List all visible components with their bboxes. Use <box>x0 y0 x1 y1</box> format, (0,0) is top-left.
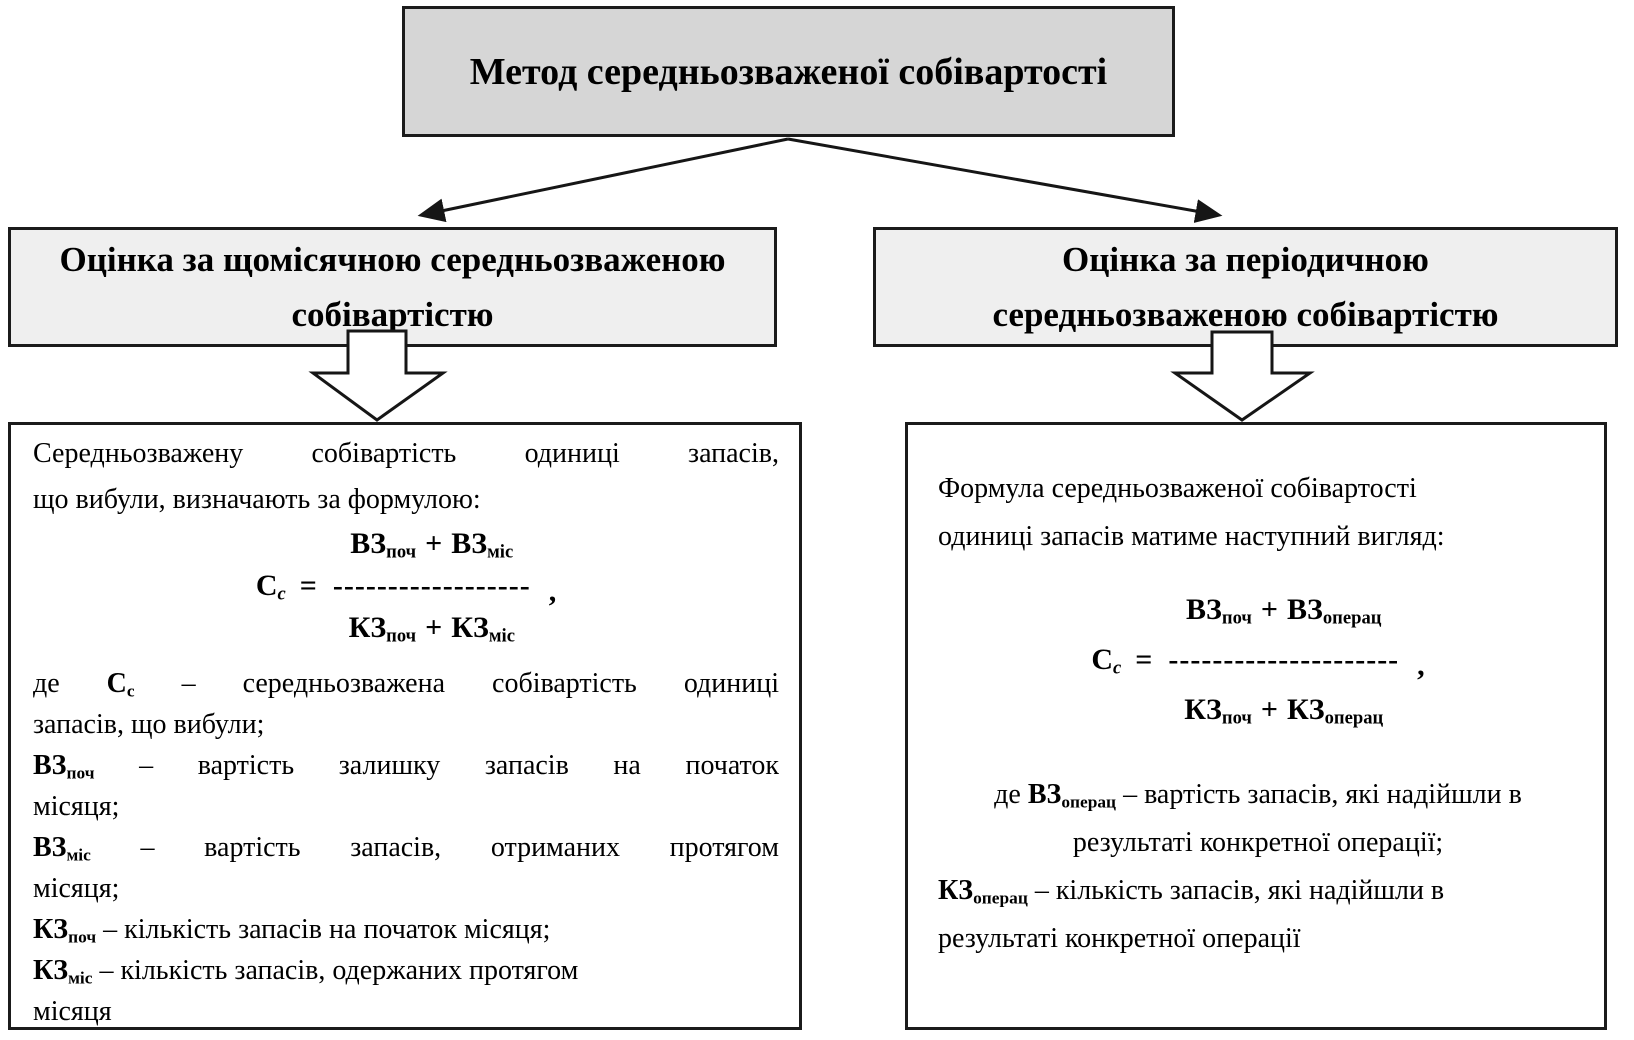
root-box: Метод середньозваженої собівартості <box>402 6 1175 137</box>
right-intro-line2: одиниці запасів матиме наступний вигляд: <box>938 521 1445 552</box>
definition-line: результаті конкретної операції; <box>1072 827 1444 858</box>
left-header-line1: Оцінка за щомісячною середньозваженою <box>59 240 726 279</box>
branch-arrow-left-icon <box>417 137 789 223</box>
formula-comma: , <box>548 575 557 608</box>
definition-line: КЗміс – кількість запасів, одержаних про… <box>33 955 579 988</box>
definition-line: ВЗміс – вартість запасів, отриманих прот… <box>33 832 779 865</box>
left-header-box: Оцінка за щомісячною середньозваженою со… <box>8 227 777 347</box>
left-intro: Середньозважену собівартість одиниці зап… <box>33 431 779 523</box>
equals-sign: = <box>1135 643 1153 676</box>
fraction-bar: ------------------ <box>332 569 531 602</box>
right-detail-box: Формула середньозваженої собівартості од… <box>905 422 1607 1030</box>
equals-sign: = <box>299 569 317 602</box>
formula-numerator: ВЗпоч+ВЗоперац <box>1186 593 1382 629</box>
definition-line: ВЗпоч – вартість залишку запасів на поча… <box>33 750 779 783</box>
formula-lhs: Сс= <box>1091 643 1153 679</box>
definition-line: де Сс – середньозважена собівартість оди… <box>33 668 779 701</box>
formula-lhs: Сс= <box>255 569 317 605</box>
formula-denominator: КЗпоч+КЗоперац <box>1184 693 1384 729</box>
right-formula: Сс= ВЗпоч+ВЗоперац ---------------------… <box>938 585 1578 735</box>
left-detail-box: Середньозважену собівартість одиниці зап… <box>8 422 802 1030</box>
formula-denominator: КЗпоч+КЗміс <box>348 611 515 647</box>
definition-line: де ВЗоперац – вартість запасів, які наді… <box>994 779 1522 812</box>
formula-comma: , <box>1417 649 1425 682</box>
definition-line: результаті конкретної операції <box>938 923 1301 954</box>
formula-fraction: ВЗпоч+ВЗоперац --------------------- КЗп… <box>1168 585 1399 735</box>
left-formula: Сс= ВЗпоч+ВЗміс ------------------ КЗпоч… <box>33 523 779 649</box>
fraction-bar: --------------------- <box>1168 643 1400 676</box>
definition-line: КЗоперац – кількість запасів, які надійш… <box>938 875 1445 908</box>
definition-line: місяця <box>33 996 112 1027</box>
left-definitions: де Сс – середньозважена собівартість оди… <box>33 663 779 1032</box>
definition-line: запасів, що вибули; <box>33 709 265 740</box>
branch-arrow-right-icon <box>787 137 1223 223</box>
left-intro-line1: Середньозважену собівартість одиниці зап… <box>33 438 779 469</box>
root-label: Метод середньозваженої собівартості <box>469 50 1108 93</box>
right-intro: Формула середньозваженої собівартості од… <box>938 465 1523 561</box>
left-intro-line2: що вибули, визначають за формулою: <box>33 484 481 515</box>
definition-line: КЗпоч – кількість запасів на початок міс… <box>33 914 551 947</box>
right-header-line1: Оцінка за періодичною <box>1062 240 1429 279</box>
formula-fraction: ВЗпоч+ВЗміс ------------------ КЗпоч+КЗм… <box>333 523 531 649</box>
formula-numerator: ВЗпоч+ВЗміс <box>350 527 514 563</box>
left-header-line2: собівартістю <box>291 295 494 334</box>
right-intro-line1: Формула середньозваженої собівартості <box>938 473 1417 504</box>
right-header-line2: середньозваженою собівартістю <box>992 295 1499 334</box>
right-header-box: Оцінка за періодичною середньозваженою с… <box>873 227 1618 347</box>
definition-line: місяця; <box>33 791 120 822</box>
definition-line: місяця; <box>33 873 120 904</box>
right-definitions: де ВЗоперац – вартість запасів, які наді… <box>938 771 1578 963</box>
